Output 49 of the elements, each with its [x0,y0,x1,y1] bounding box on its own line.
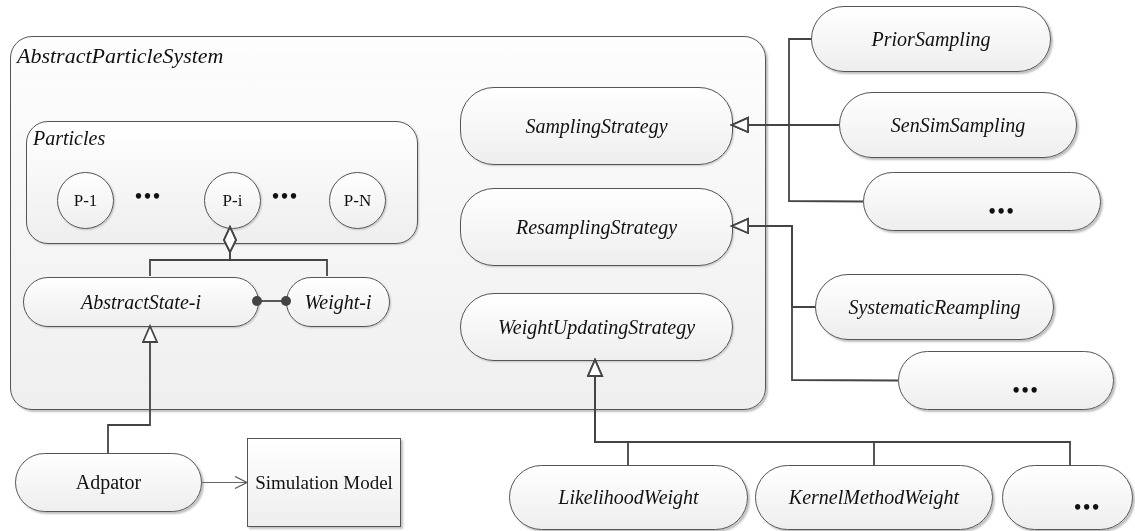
class-pill [863,172,1101,231]
class-pill [23,277,259,327]
inheritance-arrow [731,218,899,382]
node-label: AbstractState-i [81,290,201,314]
panel-title: AbstractParticleSystem [17,43,224,69]
node-label: P-N [343,190,372,211]
node-label: P-i [222,190,243,211]
node-label: Adpator [75,471,142,494]
inheritance-arrow [587,359,1071,466]
node-label: WeightUpdatingStrategy [498,315,695,339]
node-label: SamplingStrategy [525,114,668,138]
ellipsis-text: ••• [272,185,299,208]
class-pill [460,293,733,361]
node-label: SystematicReampling [848,295,1021,319]
node-label: ••• [1012,379,1040,402]
particle-circle [204,172,261,229]
node-label: SenSimSampling [890,113,1026,137]
node-label: ResamplingStrategy [515,215,678,239]
system-panel [10,36,766,410]
inheritance-arrow [731,117,864,203]
node-label: LikelihoodWeight [558,486,699,509]
particle-circle [329,172,386,229]
panel-title: Particles [33,127,106,150]
class-pill [839,92,1077,158]
node-label: PriorSampling [871,27,991,51]
class-pill [755,465,993,530]
class-pill [286,277,390,327]
association-line [252,296,291,306]
class-pill [898,351,1114,410]
class-pill [811,6,1051,72]
class-pill [460,188,733,266]
node-label: Weight-i [304,290,372,314]
node-label: ••• [988,200,1016,223]
node-label: KernelMethodWeight [788,486,960,509]
inheritance-arrow [107,325,158,454]
node-label: ••• [1074,496,1101,519]
class-pill [509,465,748,530]
class-pill [1002,465,1133,530]
class-pill [460,87,733,165]
arrow [201,475,248,490]
model-box [247,438,401,527]
aggregation-line [223,226,328,277]
ellipsis-text: ••• [135,185,162,208]
node-label: P-1 [73,190,98,211]
class-pill [815,274,1054,340]
node-label: Simulation Model [255,471,393,494]
particles-panel [26,121,418,244]
class-pill [15,453,202,512]
particle-circle [57,172,114,229]
